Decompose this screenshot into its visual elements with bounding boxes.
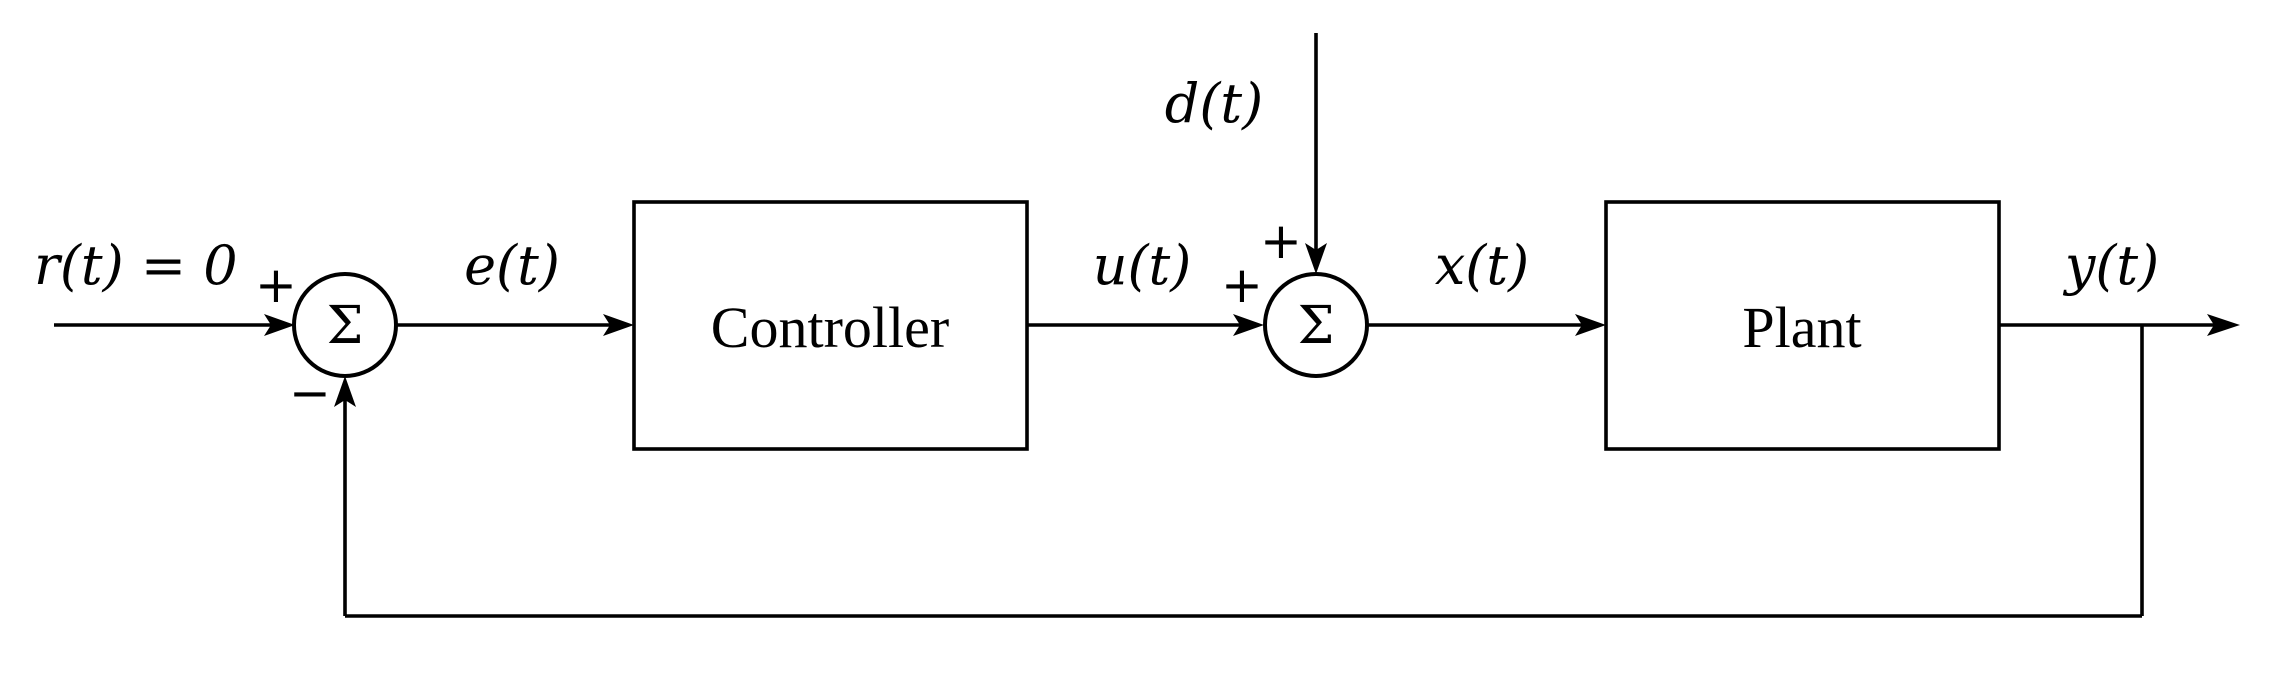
reference-signal-label: r(t) = 0 [34,234,238,297]
error-arrowhead [603,314,634,336]
summing-junction-1-symbol: Σ [327,296,364,356]
control-plus-sign: + [1221,256,1263,314]
plant-label: Plant [1742,295,1861,360]
controller-label: Controller [711,295,949,360]
plant-block [1604,200,2001,451]
reference-arrowhead [264,314,295,336]
reference-plus-sign: + [255,256,297,314]
plant-input-signal-label: x(t) [1435,234,1529,297]
disturbance-plus-sign: + [1260,212,1302,270]
feedback-minus-sign: − [289,364,331,422]
plant-input-arrowhead [1575,314,1606,336]
summing-junction-2-symbol: Σ [1298,296,1335,356]
output-signal-label: y(t) [2063,234,2159,297]
error-signal-label: e(t) [464,234,560,297]
output-arrowhead [2207,314,2240,336]
control-arrowhead [1233,314,1264,336]
controller-block [632,200,1029,451]
disturbance-arrowhead [1305,243,1327,274]
control-signal-label: u(t) [1093,234,1192,297]
feedback-arrowhead [334,376,356,407]
disturbance-signal-label: d(t) [1165,72,1263,135]
